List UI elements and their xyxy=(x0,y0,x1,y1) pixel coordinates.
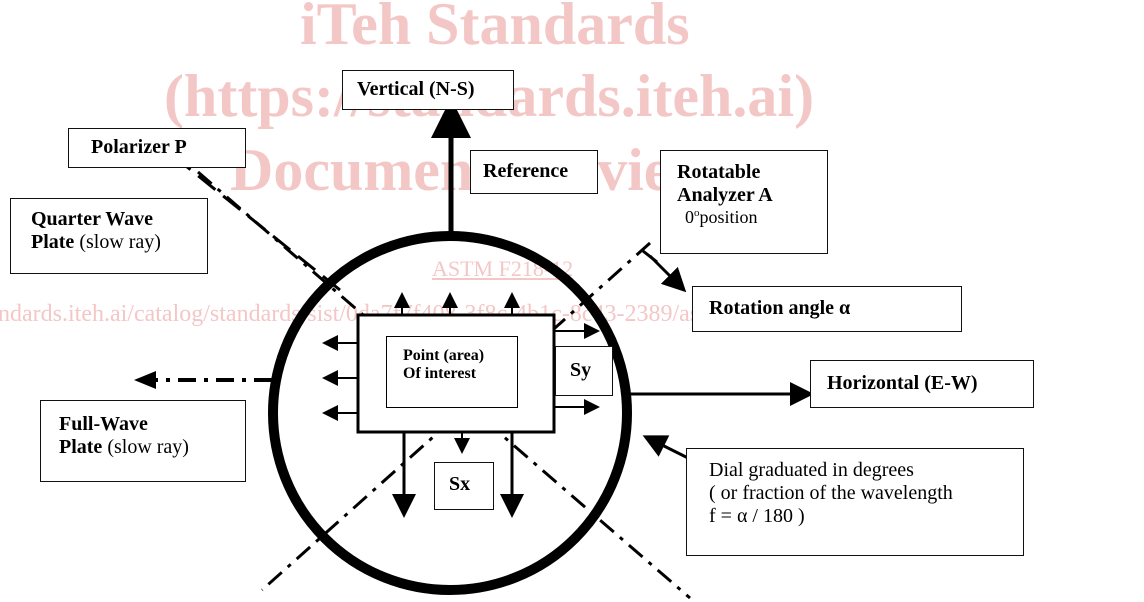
position-number: 0 xyxy=(685,207,694,227)
full-wave-plate-word: Plate xyxy=(59,436,103,458)
position-word: position xyxy=(699,207,758,227)
rotation-angle-box: Rotation angle α xyxy=(692,286,962,332)
sx-label-box: Sx xyxy=(434,462,494,510)
point-label-line1: Point (area) xyxy=(403,347,485,364)
reference-label-box: Reference xyxy=(470,150,598,194)
analyzer-axis-line xyxy=(261,241,651,592)
degree-sup: o xyxy=(694,207,700,219)
quarter-wave-axis-line xyxy=(175,156,341,292)
full-wave-slow-ray: (slow ray) xyxy=(102,436,189,458)
polarizer-label-box: Polarizer P xyxy=(68,128,246,168)
horizontal-label-box: Horizontal (E-W) xyxy=(810,360,1034,408)
fullwave-arrowhead xyxy=(134,371,156,389)
dial-line2: ( or fraction of the wavelength xyxy=(709,482,953,504)
rotatable-label-line2: Analyzer A xyxy=(677,184,773,206)
horizontal-label: Horizontal (E-W) xyxy=(827,372,978,394)
rotation-angle-arrow xyxy=(648,254,687,293)
quarter-wave-plate-word: Plate xyxy=(31,231,75,253)
sx-label: Sx xyxy=(449,473,471,495)
quarter-wave-line1: Quarter Wave xyxy=(31,208,154,230)
polarizer-axis-line xyxy=(197,170,691,600)
full-wave-line1: Full-Wave xyxy=(59,413,148,435)
rotatable-label-line1: Rotatable xyxy=(677,161,761,183)
dial-line3: f = α / 180 ) xyxy=(709,505,805,527)
point-of-interest-box: Point (area) Of interest xyxy=(386,336,518,408)
quarter-wave-slow-ray: (slow ray) xyxy=(74,231,161,253)
sy-label: Sy xyxy=(570,359,592,381)
reference-label: Reference xyxy=(483,160,569,182)
vertical-label-box: Vertical (N-S) xyxy=(342,70,514,110)
point-label-line2: Of interest xyxy=(403,365,477,383)
dial-line1: Dial graduated in degrees xyxy=(709,459,914,481)
full-wave-box: Full-Wave Plate (slow ray) xyxy=(40,400,246,482)
quarter-wave-line2: Plate (slow ray) xyxy=(31,231,207,254)
rotatable-label-line3: 0oposition xyxy=(677,207,827,228)
dial-pointer-arrow xyxy=(642,435,689,460)
rotation-angle-label: Rotation angle α xyxy=(709,297,851,319)
vertical-label: Vertical (N-S) xyxy=(357,78,475,100)
rotatable-analyzer-box: Rotatable Analyzer A 0oposition xyxy=(660,150,828,254)
quarter-wave-box: Quarter Wave Plate (slow ray) xyxy=(10,198,208,274)
dial-description-box: Dial graduated in degrees ( or fraction … xyxy=(686,448,1024,556)
full-wave-line2: Plate (slow ray) xyxy=(59,436,245,459)
sy-label-box: Sy xyxy=(555,346,613,396)
polarizer-label: Polarizer P xyxy=(91,136,187,158)
watermark-title: iTeh Standards xyxy=(300,0,690,57)
